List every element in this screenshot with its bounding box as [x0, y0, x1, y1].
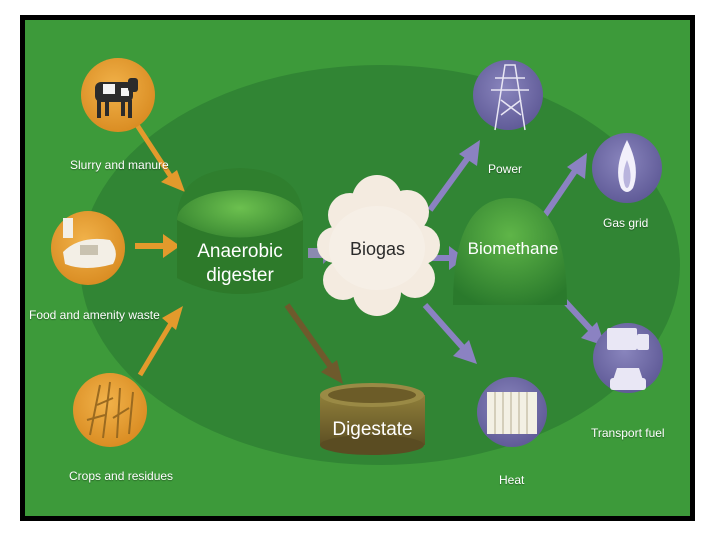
digestate-arrow [284, 303, 343, 384]
digester-label: Anaerobic digester [177, 240, 303, 288]
pylon-icon [473, 60, 543, 131]
diagram-graphics [51, 58, 680, 465]
digester-label-line2: digester [206, 264, 274, 286]
digester-label-line1: Anaerobic [197, 241, 283, 262]
label-slurry: Slurry and manure [70, 158, 169, 172]
label-power: Power [488, 162, 523, 176]
input-arrows [134, 123, 185, 377]
label-crops: Crops and residues [69, 469, 174, 483]
gas-flame-icon [592, 133, 662, 203]
crops-icon [73, 373, 147, 447]
label-heat: Heat [499, 473, 525, 487]
radiator-icon [477, 377, 547, 447]
cow-icon [81, 58, 155, 132]
biogas-label: Biogas [349, 239, 406, 259]
digestate-tank [320, 383, 425, 455]
food-waste-icon [51, 211, 125, 285]
biogas-cloud [317, 175, 440, 316]
label-gas-grid: Gas grid [603, 216, 649, 230]
biomethane-label: Biomethane [467, 239, 559, 258]
label-transport-fuel: Transport fuel [591, 426, 665, 440]
anaerobic-digestion-diagram: Slurry and manure Food and amenity waste… [25, 20, 690, 516]
vehicles-icon [593, 323, 663, 393]
label-food-waste: Food and amenity waste [29, 308, 160, 322]
anaerobic-digester [177, 168, 303, 294]
biomethane-dome [453, 198, 567, 305]
digestate-label: Digestate [332, 419, 413, 440]
